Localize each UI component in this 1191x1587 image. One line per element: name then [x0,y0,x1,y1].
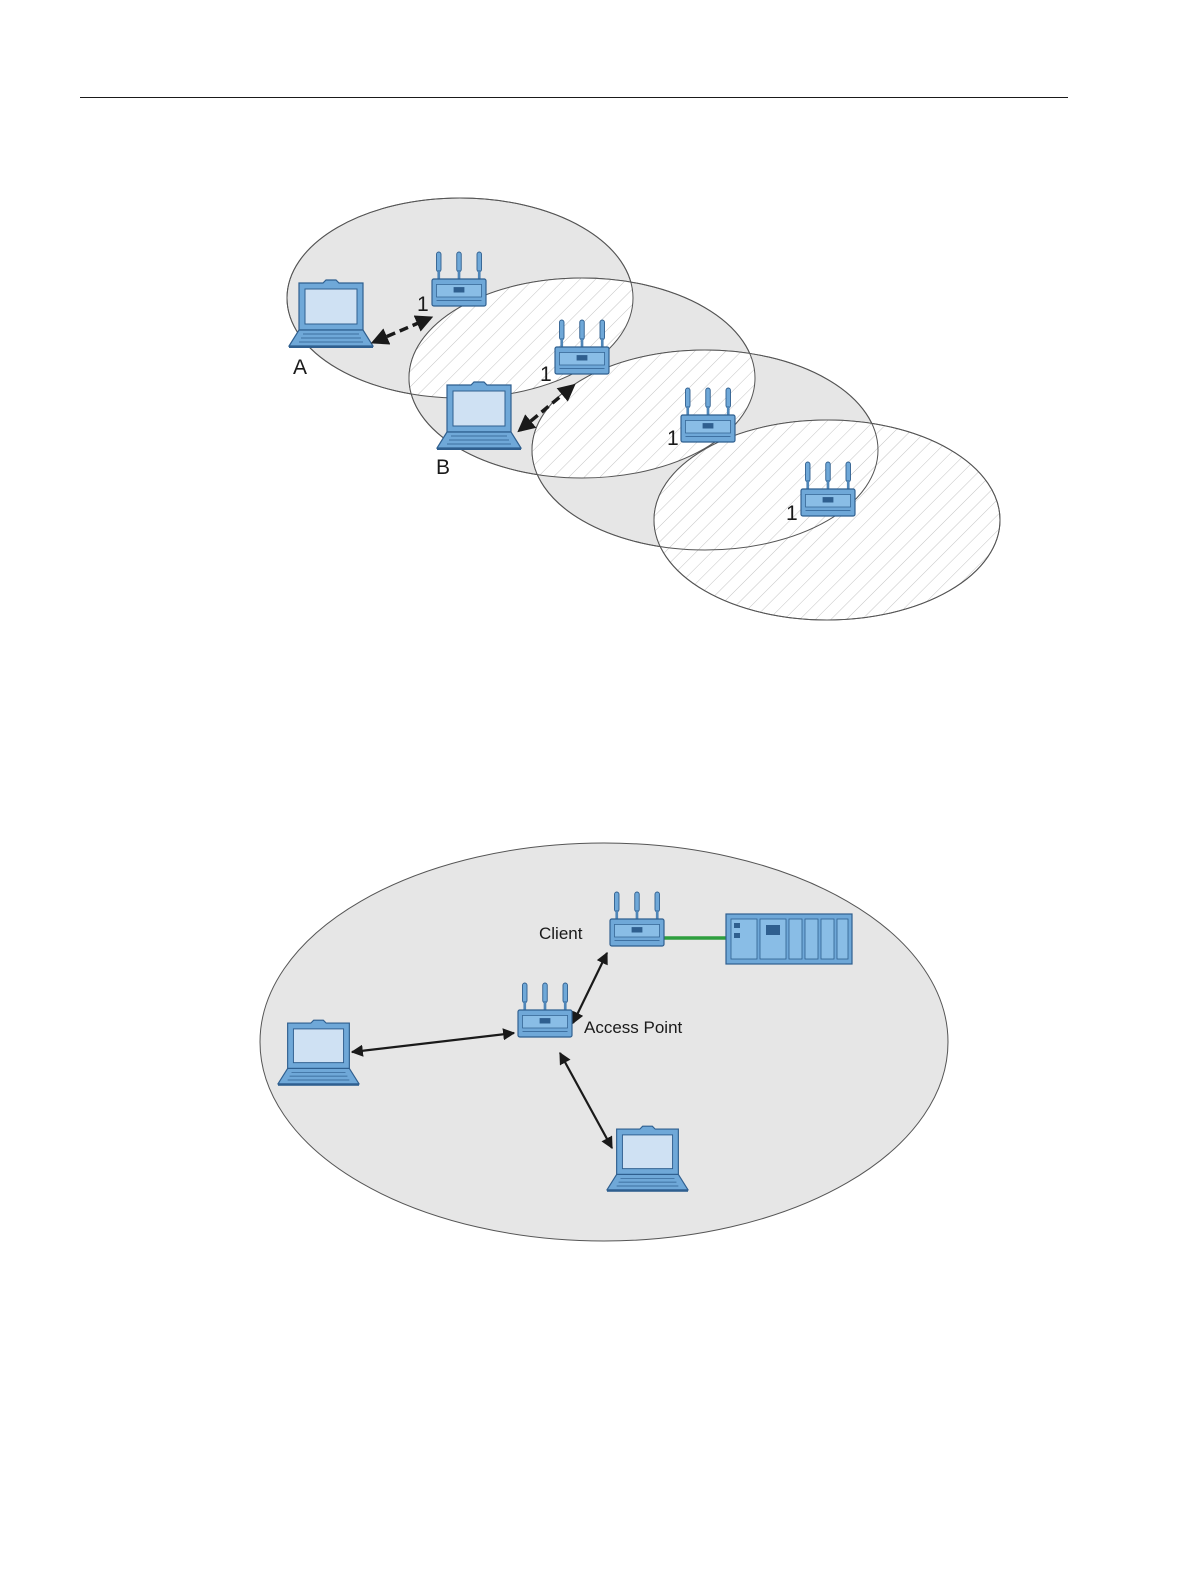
laptop-left-icon [278,1020,359,1086]
access-point-label: Access Point [584,1018,683,1037]
cell-number-label: 1 [786,502,798,525]
coverage-area [260,843,948,1241]
cell-number-label: 1 [417,293,429,316]
laptop-a-icon [289,280,373,348]
access-point-1-icon [432,252,486,306]
access-point-icon [518,983,572,1037]
client-module-icon [610,892,664,946]
laptop-bottom-icon [607,1126,688,1192]
laptop-b-icon [437,382,521,450]
infrastructure-diagram: Client Access Point [0,830,1191,1250]
roaming-diagram: 1 1 1 1 A B [0,190,1191,640]
header-rule [80,97,1068,98]
cell-number-label: 1 [667,427,679,450]
laptop-a-label: A [293,356,307,379]
access-point-2-icon [555,320,609,374]
access-point-3-icon [681,388,735,442]
cell-number-label: 1 [540,363,552,386]
coverage-cells [287,198,1000,620]
client-label: Client [539,924,583,943]
plc-controller-icon [726,914,852,964]
access-point-4-icon [801,462,855,516]
laptop-b-label: B [436,456,450,479]
